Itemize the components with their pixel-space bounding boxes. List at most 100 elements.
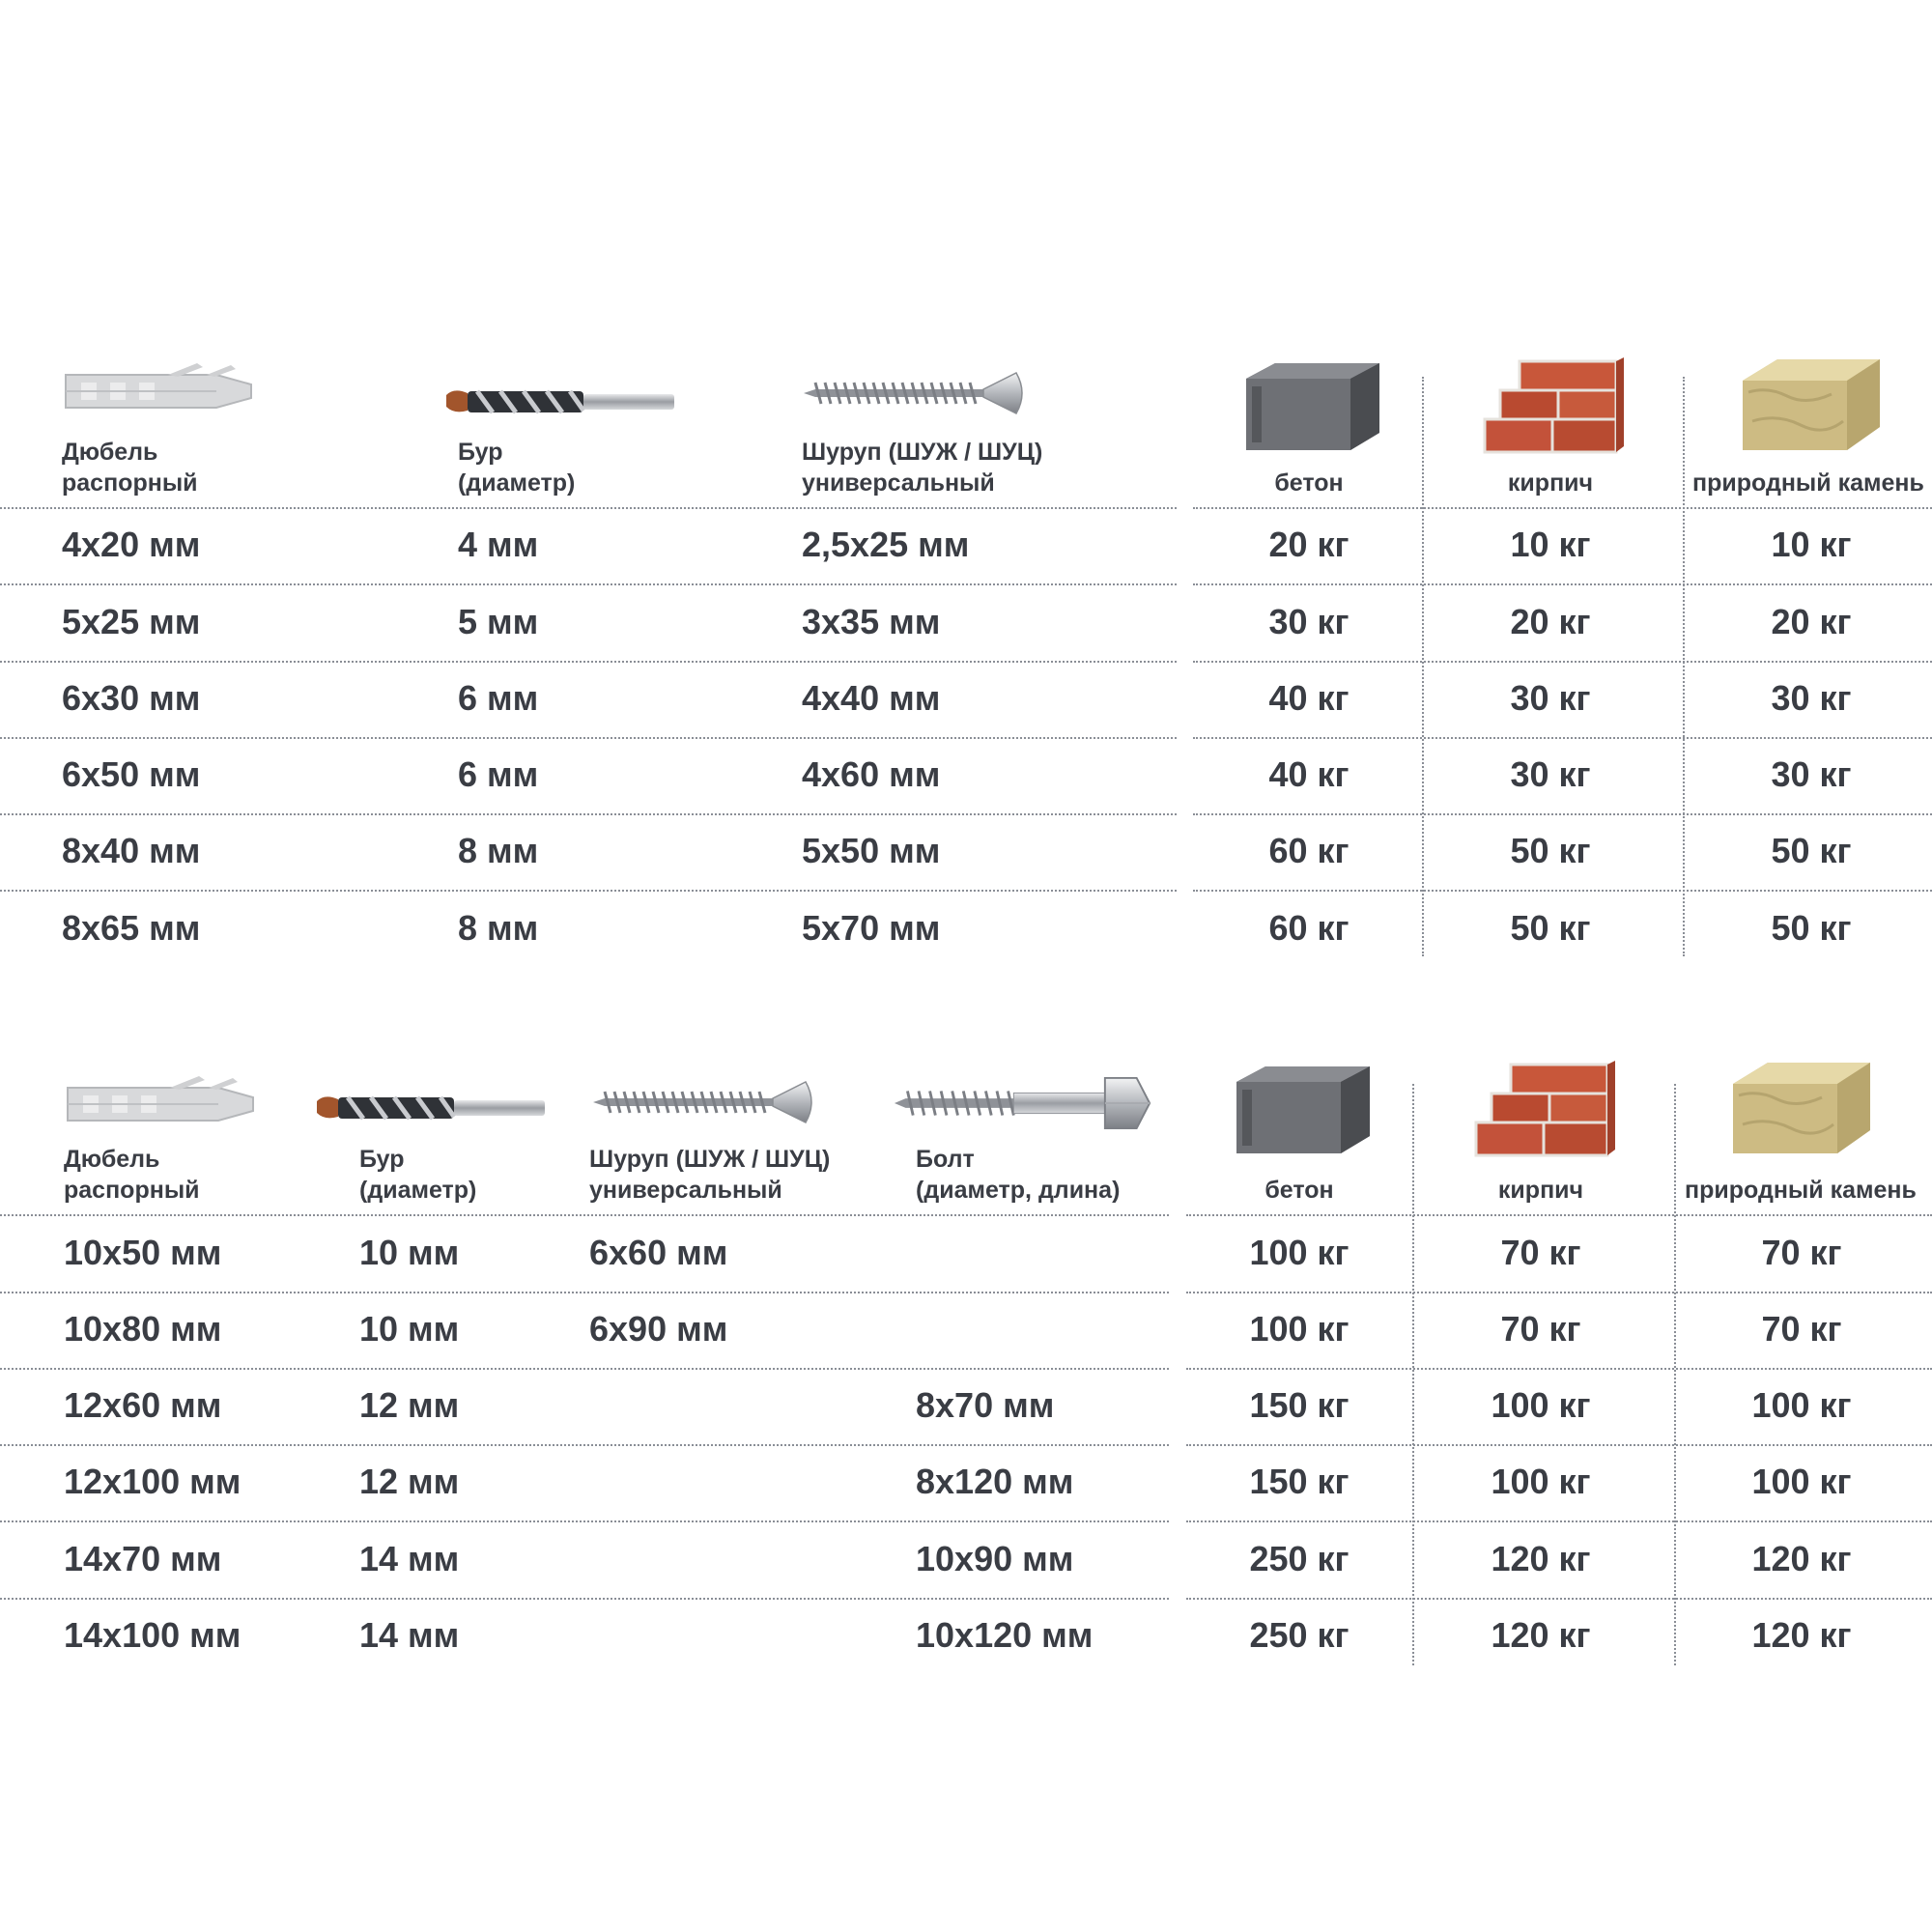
cell-drill: 8 мм bbox=[458, 831, 539, 870]
cell-screw: 4х60 мм bbox=[802, 754, 941, 794]
cell-concrete: 150 кг bbox=[1249, 1462, 1350, 1501]
cell-bolt: 8х70 мм bbox=[916, 1385, 1055, 1425]
header-concrete: бетон bbox=[1264, 1177, 1334, 1204]
drill-bit-icon bbox=[444, 382, 676, 420]
cell-dowel: 8х65 мм bbox=[62, 908, 201, 948]
header-bolt-line1: Болт bbox=[916, 1146, 975, 1173]
row-divider bbox=[1186, 1444, 1932, 1446]
brick-icon bbox=[1481, 354, 1626, 460]
cell-brick: 70 кг bbox=[1500, 1309, 1581, 1349]
row-divider bbox=[0, 507, 1177, 509]
cell-brick: 100 кг bbox=[1491, 1462, 1591, 1501]
cell-drill: 8 мм bbox=[458, 908, 539, 948]
header-drill: Бур (диаметр) bbox=[359, 1144, 476, 1206]
header-bolt: Болт (диаметр, длина) bbox=[916, 1144, 1120, 1206]
cell-concrete: 30 кг bbox=[1268, 602, 1350, 641]
cell-dowel: 8х40 мм bbox=[62, 831, 201, 870]
dowel-icon bbox=[62, 361, 255, 419]
header-drill-line2: (диаметр) bbox=[458, 469, 576, 497]
row-divider bbox=[1186, 1214, 1932, 1216]
header-stone: природный камень bbox=[1685, 1177, 1917, 1204]
cell-dowel: 6х50 мм bbox=[62, 754, 201, 794]
cell-concrete: 250 кг bbox=[1249, 1539, 1350, 1578]
header-drill: Бур (диаметр) bbox=[458, 437, 575, 498]
header-drill-line1: Бур bbox=[458, 439, 503, 466]
cell-screw: 5х50 мм bbox=[802, 831, 941, 870]
cell-screw: 6х60 мм bbox=[589, 1233, 728, 1272]
cell-dowel: 10х80 мм bbox=[64, 1309, 222, 1349]
cell-bolt: 10х90 мм bbox=[916, 1539, 1074, 1578]
header-screw-line1: Шуруп (ШУЖ / ШУЦ) bbox=[589, 1146, 831, 1173]
cell-drill: 12 мм bbox=[359, 1462, 460, 1501]
row-divider bbox=[0, 813, 1177, 815]
cell-dowel: 10х50 мм bbox=[64, 1233, 222, 1272]
cell-stone: 70 кг bbox=[1761, 1309, 1842, 1349]
row-divider bbox=[0, 661, 1177, 663]
row-divider bbox=[0, 1214, 1169, 1216]
column-divider bbox=[1674, 1084, 1676, 1665]
cell-concrete: 40 кг bbox=[1268, 678, 1350, 718]
row-divider bbox=[1193, 583, 1932, 585]
cell-concrete: 250 кг bbox=[1249, 1615, 1350, 1655]
cell-concrete: 40 кг bbox=[1268, 754, 1350, 794]
row-divider bbox=[1193, 890, 1932, 892]
cell-brick: 50 кг bbox=[1510, 908, 1591, 948]
cell-stone: 70 кг bbox=[1761, 1233, 1842, 1272]
cell-dowel: 6х30 мм bbox=[62, 678, 201, 718]
cell-dowel: 14х70 мм bbox=[64, 1539, 222, 1578]
header-dowel: Дюбель распорный bbox=[62, 437, 198, 498]
header-dowel: Дюбель распорный bbox=[64, 1144, 200, 1206]
cell-concrete: 100 кг bbox=[1249, 1309, 1350, 1349]
row-divider bbox=[1193, 661, 1932, 663]
row-divider bbox=[0, 1444, 1169, 1446]
row-divider bbox=[1193, 507, 1932, 509]
cell-drill: 14 мм bbox=[359, 1539, 460, 1578]
cell-brick: 20 кг bbox=[1510, 602, 1591, 641]
cell-stone: 30 кг bbox=[1771, 678, 1852, 718]
cell-brick: 50 кг bbox=[1510, 831, 1591, 870]
cell-drill: 6 мм bbox=[458, 754, 539, 794]
header-screw: Шуруп (ШУЖ / ШУЦ) универсальный bbox=[589, 1144, 830, 1206]
row-divider bbox=[0, 1520, 1169, 1522]
cell-drill: 5 мм bbox=[458, 602, 539, 641]
cell-brick: 100 кг bbox=[1491, 1385, 1591, 1425]
row-divider bbox=[1186, 1598, 1932, 1600]
column-divider bbox=[1422, 377, 1424, 956]
cell-stone: 30 кг bbox=[1771, 754, 1852, 794]
header-dowel-line2: распорный bbox=[62, 469, 198, 497]
header-drill-line2: (диаметр) bbox=[359, 1177, 477, 1204]
cell-stone: 10 кг bbox=[1771, 525, 1852, 564]
row-divider bbox=[0, 583, 1177, 585]
cell-stone: 20 кг bbox=[1771, 602, 1852, 641]
drill-bit-icon bbox=[315, 1088, 547, 1126]
stone-icon bbox=[1739, 354, 1884, 460]
cell-screw: 3х35 мм bbox=[802, 602, 941, 641]
cell-screw: 6х90 мм bbox=[589, 1309, 728, 1349]
header-screw: Шуруп (ШУЖ / ШУЦ) универсальный bbox=[802, 437, 1042, 498]
row-divider bbox=[0, 1292, 1169, 1293]
header-bolt-line2: (диаметр, длина) bbox=[916, 1177, 1121, 1204]
cell-stone: 50 кг bbox=[1771, 908, 1852, 948]
header-brick: кирпич bbox=[1507, 469, 1594, 497]
stone-icon bbox=[1729, 1057, 1874, 1163]
cell-drill: 12 мм bbox=[359, 1385, 460, 1425]
cell-dowel: 12х60 мм bbox=[64, 1385, 222, 1425]
row-divider bbox=[1193, 737, 1932, 739]
cell-dowel: 5х25 мм bbox=[62, 602, 201, 641]
header-screw-line1: Шуруп (ШУЖ / ШУЦ) bbox=[802, 439, 1043, 466]
cell-dowel: 14х100 мм bbox=[64, 1615, 242, 1655]
brick-icon bbox=[1472, 1057, 1617, 1163]
cell-stone: 50 кг bbox=[1771, 831, 1852, 870]
screw-icon bbox=[591, 1078, 823, 1126]
row-divider bbox=[0, 1368, 1169, 1370]
cell-drill: 4 мм bbox=[458, 525, 539, 564]
cell-concrete: 150 кг bbox=[1249, 1385, 1350, 1425]
header-stone: природный камень bbox=[1692, 469, 1924, 497]
header-concrete: бетон bbox=[1274, 469, 1344, 497]
cell-concrete: 60 кг bbox=[1268, 908, 1350, 948]
cell-concrete: 20 кг bbox=[1268, 525, 1350, 564]
bolt-icon bbox=[893, 1070, 1153, 1136]
header-dowel-line1: Дюбель bbox=[62, 439, 158, 466]
screw-icon bbox=[802, 369, 1034, 417]
cell-stone: 120 кг bbox=[1751, 1615, 1852, 1655]
